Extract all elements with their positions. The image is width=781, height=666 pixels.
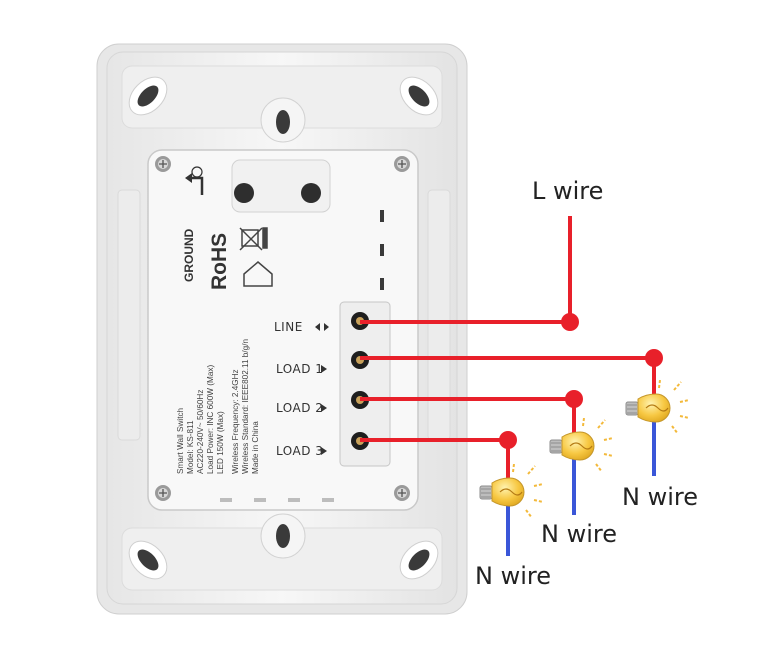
terminal-load2-label: LOAD 2 bbox=[276, 401, 323, 415]
n-wire-label: N wire bbox=[541, 520, 617, 548]
arrow-icon bbox=[315, 323, 329, 331]
mounting-hole bbox=[399, 76, 439, 116]
terminal-labels: LINE LOAD 1 LOAD 2 LOAD 3 bbox=[274, 320, 329, 458]
mounting-hole bbox=[128, 540, 168, 580]
spec-line: Wireless Standard: IEEE802.11 b/g/n bbox=[241, 339, 250, 474]
neutral-wires bbox=[506, 420, 656, 556]
spec-line: Model: KS-811 bbox=[186, 420, 195, 474]
mounting-hole bbox=[399, 540, 439, 580]
screw-icon bbox=[155, 485, 171, 501]
screw-icon bbox=[394, 156, 410, 172]
switch-module bbox=[147, 149, 419, 511]
light-bulb-icon bbox=[479, 463, 544, 519]
junction-dot bbox=[561, 313, 579, 331]
center-screw-hole bbox=[260, 513, 306, 559]
n-wire-label: N wire bbox=[475, 562, 551, 590]
spec-line: Smart Wall Switch bbox=[176, 407, 185, 474]
weee-bin-icon bbox=[239, 227, 268, 251]
arrow-icon bbox=[321, 404, 327, 412]
junction-dot bbox=[565, 390, 583, 408]
spec-line: Load Power: INC 600W (Max) bbox=[206, 365, 215, 474]
spec-line: LED 150W (Max) bbox=[216, 411, 225, 474]
screw-icon bbox=[394, 485, 410, 501]
terminal-load3-label: LOAD 3 bbox=[276, 444, 323, 458]
terminal-load1-label: LOAD 1 bbox=[276, 362, 323, 376]
module-markings: GROUND RoHS Smart Wall Switch Model: KS-… bbox=[176, 166, 273, 474]
junction-dot bbox=[499, 431, 517, 449]
ground-arrow-icon bbox=[185, 166, 204, 195]
screw-icon bbox=[155, 156, 171, 172]
center-screw-hole bbox=[260, 97, 306, 143]
spec-line: Wireless Frequency: 2.4GHz bbox=[231, 369, 240, 474]
junction-dot bbox=[645, 349, 663, 367]
arrow-icon bbox=[321, 447, 327, 455]
spec-line: AC220-240V~ 50/60Hz bbox=[196, 390, 205, 474]
mounting-hole bbox=[128, 76, 168, 116]
l-wire-label: L wire bbox=[532, 177, 603, 205]
rohs-label: RoHS bbox=[208, 233, 231, 290]
ground-label: GROUND bbox=[182, 228, 196, 282]
terminal-line-label: LINE bbox=[274, 320, 303, 334]
light-bulb-icon bbox=[549, 417, 614, 473]
arrow-icon bbox=[321, 365, 327, 373]
n-wire-label: N wire bbox=[622, 483, 698, 511]
spec-line: Made in China bbox=[251, 421, 260, 474]
indoor-use-icon bbox=[243, 261, 273, 287]
light-bulb-icon bbox=[625, 379, 690, 435]
wire-junction-dots bbox=[499, 313, 663, 449]
